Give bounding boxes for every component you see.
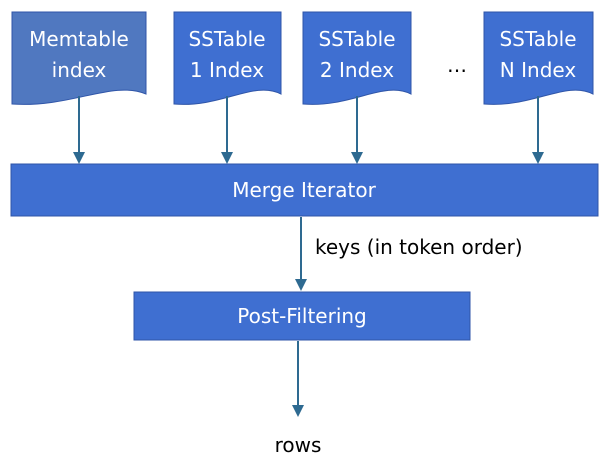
sstable-1-to-merge-arrow [221,96,233,164]
sstable-1-index-label-line2: 1 Index [190,58,264,82]
rows-output-label: rows [275,433,322,457]
sstable-2-to-merge-arrow [351,96,363,164]
sstable-1-index-node: SSTable 1 Index [173,11,282,105]
sstable-2-index-node: SSTable 2 Index [302,11,412,105]
sstable-2-index-label-line1: SSTable [318,27,395,51]
merge-iterator-box: Merge Iterator [10,163,599,217]
sstable-n-document-shape [483,11,594,105]
merge-to-filter-arrow [295,217,307,291]
filter-to-rows-arrow [292,341,304,417]
sstable-n-index-node: SSTable N Index [483,11,594,105]
sstable-1-index-label-line1: SSTable [188,27,265,51]
memtable-to-merge-arrow [73,96,85,164]
sstable-n-to-merge-arrow [532,96,544,164]
sstable-n-index-label-line2: N Index [500,58,577,82]
ellipsis-label: … [447,53,467,77]
sstable-1-document-shape [173,11,282,105]
memtable-index-label-line2: index [52,58,107,82]
memtable-index-node: Memtable index [11,11,147,105]
post-filtering-box: Post-Filtering [133,291,471,341]
post-filtering-label: Post-Filtering [237,304,367,328]
sstable-n-index-label-line1: SSTable [499,27,576,51]
merge-iterator-label: Merge Iterator [232,178,376,202]
keys-in-token-order-label: keys (in token order) [315,235,523,259]
memtable-index-label-line1: Memtable [29,27,129,51]
sstable-2-index-label-line2: 2 Index [320,58,394,82]
memtable-document-shape [11,11,147,105]
sstable-2-document-shape [302,11,412,105]
